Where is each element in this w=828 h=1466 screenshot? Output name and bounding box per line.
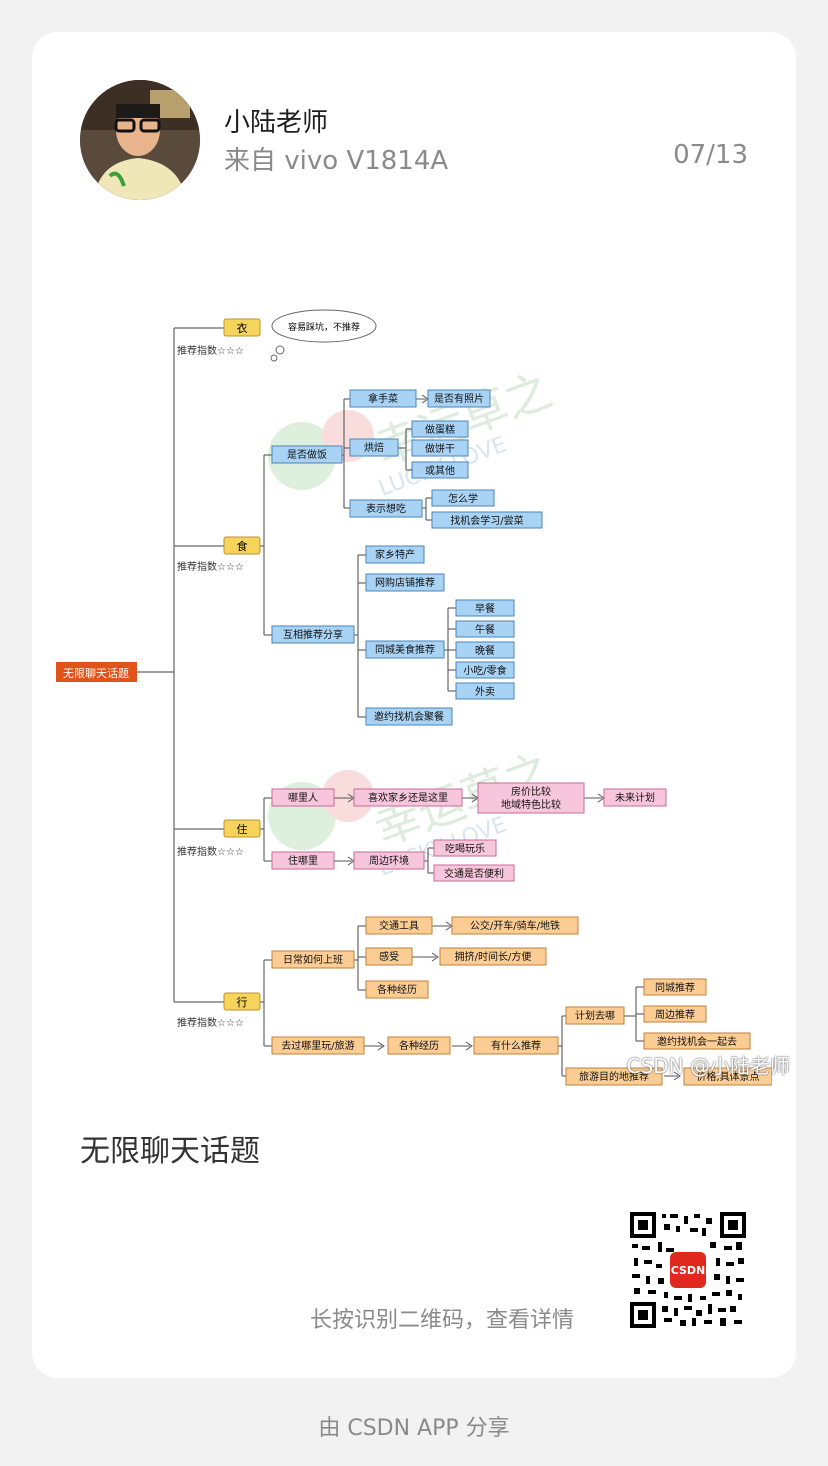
node-commute: 日常如何上班 — [283, 953, 343, 966]
node-vehicle: 交通工具 — [379, 919, 419, 932]
clothes-note: 容易踩坑，不推荐 — [288, 321, 360, 333]
root-node — [56, 662, 137, 682]
node-price-spot: 价格,具体景点 — [696, 1070, 759, 1083]
node-travel-experiences: 各种经历 — [399, 1039, 439, 1052]
node-invite-together: 邀约找机会一起去 — [657, 1035, 737, 1048]
node-future-plan: 未来计划 — [615, 791, 655, 804]
node-where-live: 住哪里 — [288, 854, 318, 867]
root-node-label: 无限聊天话题 — [63, 666, 129, 680]
branch-clothes: 衣 — [237, 321, 248, 335]
branch-live-rating: 推荐指数☆☆☆ — [177, 845, 244, 858]
node-house-price: 房价比较 — [511, 785, 551, 798]
node-how-learn: 怎么学 — [448, 492, 478, 505]
node-breakfast: 早餐 — [475, 602, 495, 615]
author-name[interactable]: 小陆老师 — [224, 108, 329, 138]
node-dinner: 晚餐 — [475, 644, 495, 657]
node-feeling: 感受 — [379, 950, 399, 963]
node-lunch: 午餐 — [475, 623, 495, 636]
branch-travel-rating: 推荐指数☆☆☆ — [177, 1016, 244, 1029]
qr-hint: 长按识别二维码，查看详情 — [310, 1308, 575, 1333]
node-other: 或其他 — [425, 464, 455, 477]
share-card: 小陆老师 来自 vivo V1814A 07/13 幸运草之 LUCKY LOV… — [32, 32, 796, 1378]
node-hometown: 哪里人 — [288, 792, 318, 804]
post-title[interactable]: 无限聊天话题 — [80, 1134, 260, 1169]
node-signature-dish: 拿手菜 — [368, 392, 398, 405]
avatar-image — [80, 80, 200, 200]
node-cake: 做蛋糕 — [425, 423, 455, 436]
post-date: 07/13 — [673, 140, 748, 170]
node-city-recommend: 同城推荐 — [655, 981, 695, 994]
node-transport-convenient: 交通是否便利 — [444, 867, 504, 880]
node-baking: 烘焙 — [364, 441, 384, 454]
post-source: 来自 vivo V1814A — [224, 146, 449, 176]
thought-cloud — [270, 309, 377, 362]
node-any-recommend: 有什么推荐 — [491, 1039, 541, 1052]
node-travel-where: 去过哪里玩/旅游 — [281, 1039, 354, 1052]
csdn-logo-icon — [670, 1252, 706, 1288]
node-learn-taste: 找机会学习/尝菜 — [450, 514, 523, 527]
node-has-photo: 是否有照片 — [434, 392, 484, 405]
node-takeout: 外卖 — [475, 686, 495, 698]
share-footer: 由 CSDN APP 分享 — [318, 1416, 510, 1441]
csdn-watermark: CSDN @小陆老师 — [626, 1054, 790, 1078]
node-regional-feature: 地域特色比较 — [501, 798, 561, 811]
node-eat-drink-play: 吃喝玩乐 — [445, 842, 485, 855]
branch-clothes-rating: 推荐指数☆☆☆ — [177, 344, 244, 357]
node-plan-where: 计划去哪 — [575, 1009, 615, 1022]
branch-travel: 行 — [237, 996, 248, 1009]
branch-food: 食 — [237, 539, 248, 553]
node-crowded-long-convenient: 拥挤/时间长/方便 — [455, 950, 532, 963]
node-invite-dinner: 邀约找机会聚餐 — [374, 710, 444, 723]
node-surroundings: 周边环境 — [369, 854, 409, 867]
node-nearby-recommend: 周边推荐 — [655, 1008, 695, 1021]
node-share: 互相推荐分享 — [283, 628, 343, 641]
branch-live: 住 — [237, 822, 248, 836]
csdn-logo-text: CSDN — [671, 1264, 706, 1277]
node-cookie: 做饼干 — [425, 442, 455, 455]
node-snack: 小吃/零食 — [463, 664, 506, 677]
node-experiences: 各种经历 — [377, 983, 417, 996]
node-local-specialty: 家乡特产 — [375, 548, 415, 561]
branch-food-rating: 推荐指数☆☆☆ — [177, 560, 244, 573]
qr-code[interactable]: CSDN — [630, 1212, 746, 1328]
node-destination: 旅游目的地推荐 — [579, 1070, 649, 1083]
author-avatar[interactable] — [80, 80, 200, 200]
node-online-shop: 网购店铺推荐 — [375, 576, 435, 589]
node-want-eat: 表示想吃 — [366, 502, 406, 515]
node-local-food: 同城美食推荐 — [375, 643, 435, 656]
mindmap-image: 幸运草之 LUCKY LOVE 幸运草之 LUCKY LOVE — [56, 309, 772, 1086]
node-cook: 是否做饭 — [287, 448, 327, 461]
node-hometown-or-here: 喜欢家乡还是这里 — [368, 791, 448, 804]
node-bus-car-bike-metro: 公交/开车/骑车/地铁 — [470, 919, 560, 932]
